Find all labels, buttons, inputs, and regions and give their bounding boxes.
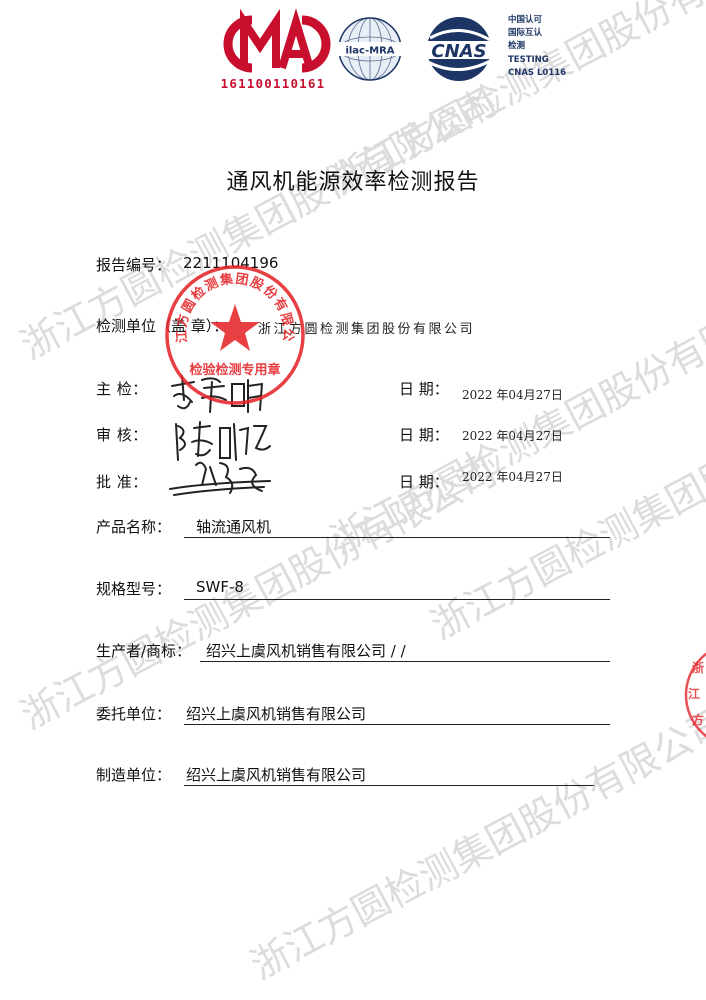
chief-inspector-label: 主 检：	[96, 380, 148, 398]
chief-inspector-date: 2022 年04月27日	[462, 388, 563, 402]
signature-chief-inspector	[171, 375, 264, 413]
client-value: 绍兴上虞风机销售有限公司	[186, 705, 367, 723]
product-name-underline	[184, 537, 610, 538]
producer-value: 绍兴上虞风机销售有限公司 / /	[206, 642, 406, 660]
chief-inspector-date-label: 日 期：	[399, 380, 449, 398]
model-spec-label: 规格型号：	[96, 580, 172, 598]
cnas-caption: 中国认可 国际互认 检测 TESTING CNAS L0116	[508, 14, 566, 80]
stamp-star-icon	[210, 304, 260, 351]
seam-stamp: 浙 江 方	[684, 652, 706, 738]
reviewer-date: 2022 年04月27日	[462, 429, 563, 443]
testing-org-value: 浙江方圆检测集团股份有限公司	[258, 322, 476, 337]
manufacturer-underline	[184, 785, 594, 786]
signature-approver	[169, 461, 271, 496]
product-name-value: 轴流通风机	[196, 518, 272, 536]
seam-stamp-char: 方	[692, 712, 704, 727]
cnas-caption-line: TESTING	[508, 54, 549, 65]
cma-logo	[223, 8, 331, 73]
client-label: 委托单位：	[96, 705, 172, 723]
seam-stamp-char: 浙	[692, 660, 704, 675]
approver-date-label: 日 期：	[399, 473, 449, 491]
report-number-label: 报告编号：	[96, 256, 172, 274]
cnas-caption-line: 检测	[508, 41, 526, 52]
cma-number: 161100110161	[220, 76, 326, 91]
product-name-label: 产品名称：	[96, 518, 172, 536]
reviewer-label: 审 核：	[96, 426, 148, 444]
ilac-mra-logo: ilac-MRA	[336, 17, 404, 81]
model-spec-value: SWF-8	[196, 578, 244, 596]
ilac-text: ilac-MRA	[345, 46, 394, 57]
testing-org-label: 检测单位（盖 章）：	[96, 317, 229, 335]
cnas-text: CNAS	[431, 41, 486, 62]
cnas-caption-line: 中国认可	[508, 15, 543, 25]
cnas-caption-line: CNAS L0116	[508, 67, 567, 78]
producer-underline	[200, 661, 610, 662]
approver-label: 批 准：	[96, 473, 148, 491]
manufacturer-value: 绍兴上虞风机销售有限公司	[186, 766, 367, 784]
approver-date: 2022 年04月27日	[462, 470, 563, 484]
client-underline	[184, 724, 610, 725]
cnas-caption-line: 国际互认	[508, 28, 543, 39]
stamp-bottom-text: 检验检测专用章	[189, 362, 280, 378]
report-number-value: 2211104196	[183, 254, 279, 272]
page-title: 通风机能源效率检测报告	[226, 170, 480, 195]
seam-stamp-char: 江	[688, 686, 700, 701]
watermark-text: 浙江方圆检测集团股份有限公司	[244, 699, 706, 988]
manufacturer-label: 制造单位：	[96, 766, 172, 784]
model-spec-underline	[184, 599, 610, 600]
signature-reviewer	[175, 421, 271, 461]
cnas-logo: CNAS	[418, 17, 500, 81]
producer-label: 生产者/商标：	[96, 642, 192, 660]
official-stamp: 浙江方圆检测集团股份有限公司 检验检测专用章	[160, 260, 305, 405]
reviewer-date-label: 日 期：	[399, 426, 449, 444]
